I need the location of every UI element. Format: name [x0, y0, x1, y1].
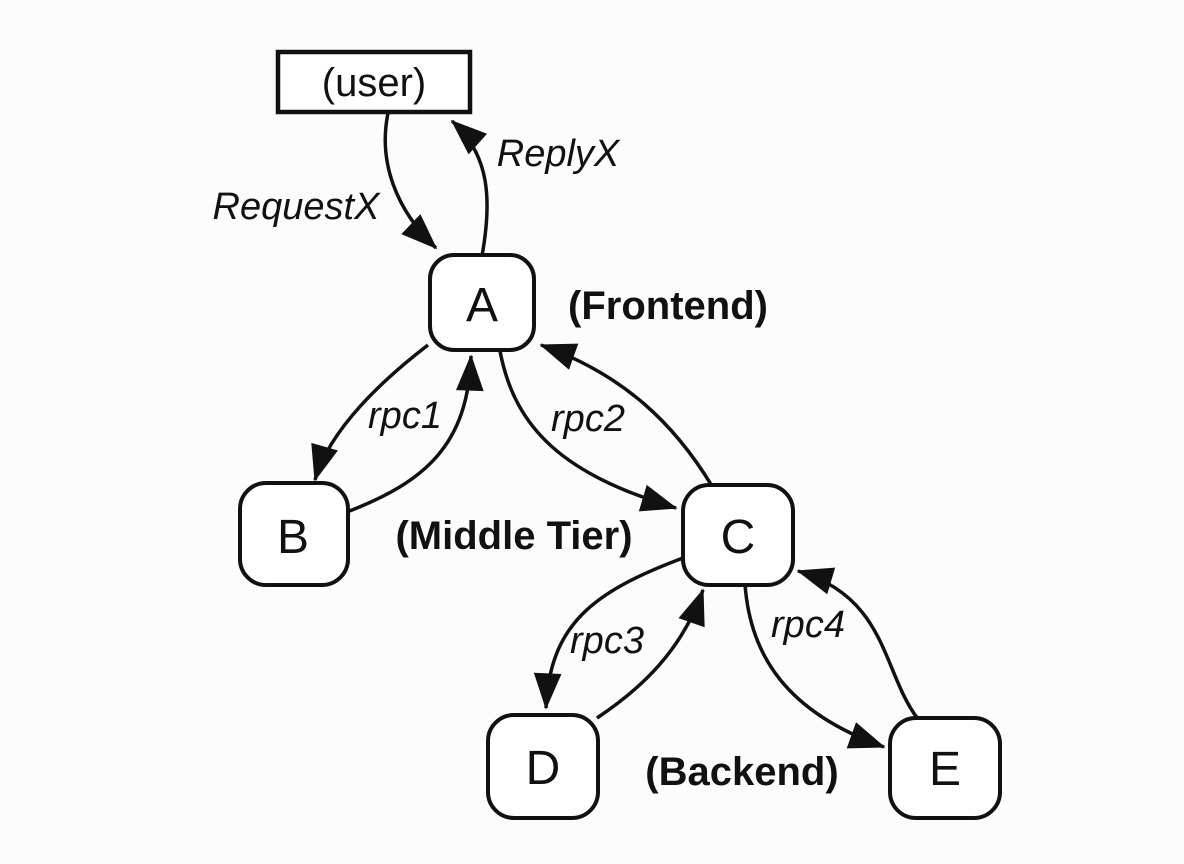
edge-label-replyx: ReplyX	[497, 133, 621, 175]
node-a-label: A	[466, 279, 498, 332]
edge-rpc4-return-e-to-c	[796, 567, 920, 721]
node-a-box	[428, 253, 536, 352]
tier-label-frontend: (Frontend)	[568, 284, 768, 328]
edge-rpc3-return-d-to-c	[596, 588, 705, 720]
edge-replyx-a-to-user	[450, 119, 489, 257]
tier-label-middle-tier: (Middle Tier)	[395, 514, 632, 558]
node-d-label: D	[526, 742, 561, 795]
edge-rpc1-return-b-to-a	[346, 354, 484, 514]
node-d-box	[486, 713, 600, 820]
node-c-label: C	[721, 511, 756, 564]
edge-label-rpc3: rpc3	[570, 620, 644, 662]
edge-requestx-user-to-a	[383, 112, 438, 250]
node-user-box	[275, 49, 473, 115]
edge-rpc4-call-c-to-e	[743, 583, 886, 749]
edge-label-rpc2: rpc2	[551, 398, 625, 440]
edge-label-rpc4: rpc4	[771, 604, 845, 646]
edge-label-rpc1: rpc1	[368, 395, 442, 437]
edge-label-requestx: RequestX	[213, 186, 382, 228]
edge-rpc2-return-c-to-a	[539, 343, 714, 487]
edge-rpc1-call-a-to-b	[311, 343, 430, 482]
edge-rpc2-call-a-to-c	[498, 350, 678, 512]
node-b-box	[238, 481, 350, 587]
node-e-box	[888, 716, 1002, 820]
edge-rpc3-call-c-to-d	[533, 556, 684, 710]
node-e-label: E	[929, 743, 961, 796]
node-c-box	[681, 483, 795, 587]
tier-label-backend: (Backend)	[645, 750, 838, 794]
node-user-label: (user)	[322, 61, 426, 105]
node-b-label: B	[277, 511, 309, 564]
